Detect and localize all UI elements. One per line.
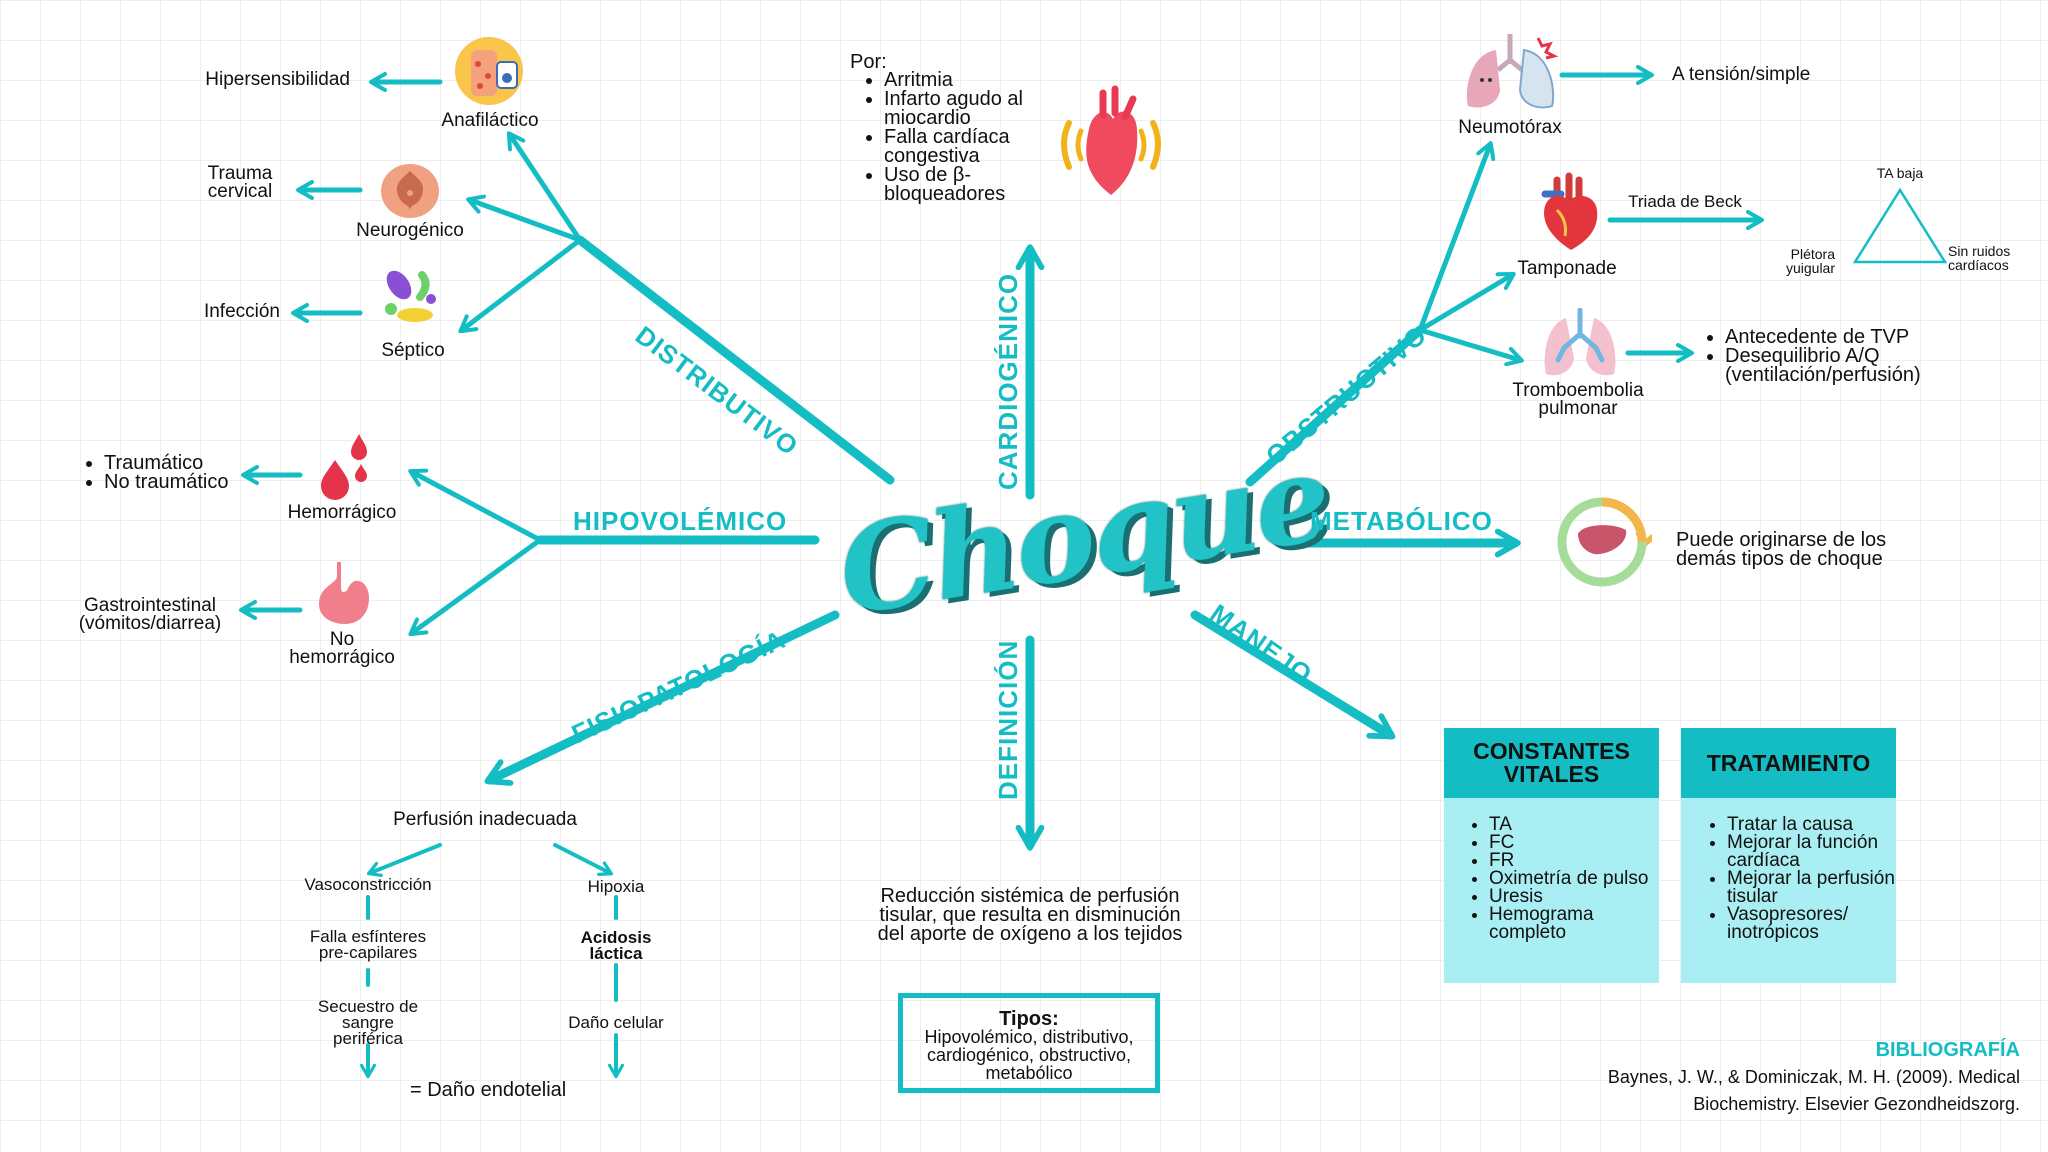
dano-celular: Daño celular <box>568 1013 664 1032</box>
bacteria-icon <box>385 270 436 322</box>
definicion-line1: Reducción sistémica de perfusión <box>880 885 1180 907</box>
constantes-title-line2: VITALES <box>1503 761 1600 787</box>
bibliografia-line1: Baynes, J. W., & Dominiczak, M. H. (2009… <box>1607 1067 2020 1087</box>
vomitos-label: (vómitos/diarrea) <box>78 613 222 634</box>
blood-drops-icon <box>321 434 367 500</box>
septico-label: Séptico <box>381 340 445 361</box>
list-item: Hemograma completo <box>1489 905 1649 942</box>
hipersensibilidad-label: Hipersensibilidad <box>205 69 350 90</box>
perfusion-inadecuada: Perfusión inadecuada <box>393 809 577 830</box>
list-item: TA <box>1489 815 1649 834</box>
definicion-line2: tisular, que resulta en disminución <box>879 904 1181 926</box>
no-label: No <box>329 629 355 650</box>
secuestro-de: Secuestro de <box>317 997 419 1016</box>
tipos-box: Tipos: Hipovolémico, distributivo, cardi… <box>898 993 1160 1093</box>
triada-beck-label: Triada de Beck <box>1628 192 1742 211</box>
constantes-title-line1: CONSTANTES <box>1473 738 1630 764</box>
list-item: Desequilibrio A/Q (ventilación/perfusión… <box>1725 346 1975 385</box>
list-item: Uso de β-bloqueadores <box>884 165 1084 204</box>
vasoconstriccion: Vasoconstricción <box>304 875 432 894</box>
list-item: Uresis <box>1489 887 1649 906</box>
bibliografia-line2: Biochemistry. Elsevier Gezondheidszorg. <box>1693 1094 2020 1114</box>
pulmonar-label: pulmonar <box>1538 398 1618 419</box>
branch-cardiogenico: CARDIOGÉNICO <box>993 272 1023 490</box>
lactica: láctica <box>589 944 643 963</box>
anafilactico-label: Anafiláctico <box>441 110 539 131</box>
definicion-line3: del aporte de oxígeno a los tejidos <box>877 923 1183 945</box>
beating-heart-icon <box>1061 85 1161 195</box>
tromboembolia-list: Antecedente de TVP Desequilibrio A/Q (ve… <box>1703 327 1975 385</box>
dano-endotelial: = Daño endotelial <box>410 1079 567 1101</box>
beck-triad-triangle <box>1852 187 1948 264</box>
branch-definicion: DEFINICIÓN <box>993 639 1023 800</box>
list-item: Tratar la causa <box>1727 815 1902 834</box>
list-item: Arritmia <box>884 70 1084 90</box>
allergy-skin-icon <box>455 37 523 105</box>
list-item: Oximetría de pulso <box>1489 869 1649 888</box>
cervical-label: cervical <box>207 181 273 202</box>
tipos-line3: metabólico <box>985 1063 1073 1083</box>
constantes-vitales-body <box>1444 798 1659 983</box>
branch-hipovolemico: HIPOVOLÉMICO <box>573 506 788 536</box>
pletora-label: Plétora <box>1790 246 1835 262</box>
tamponade-label: Tamponade <box>1517 258 1617 279</box>
por-label: Por: <box>850 51 887 73</box>
lungs-icon <box>1466 34 1559 109</box>
metabolico-note-line1: Puede originarse de los <box>1676 529 1887 551</box>
branch-metabolico: METABÓLICO <box>1310 506 1493 536</box>
cardiogenico-list: Arritmia Infarto agudo al miocardio Fall… <box>862 70 1084 204</box>
pre-capilares: pre-capilares <box>318 943 418 962</box>
bronchi-icon <box>1544 308 1616 376</box>
tratamiento-list: Tratar la causa Mejorar la función cardí… <box>1705 815 1902 942</box>
falla-esfinteres: Falla esfínteres <box>309 927 427 946</box>
neurogenico-label: Neurogénico <box>356 220 464 241</box>
tipos-label: Tipos: <box>999 1008 1059 1030</box>
tromboembolia-label: Tromboembolia <box>1512 380 1644 401</box>
tratamiento-title: TRATAMIENTO <box>1706 749 1871 776</box>
stomach-icon <box>319 562 369 624</box>
list-item: No traumático <box>104 472 229 492</box>
liver-cycle-icon <box>1557 497 1652 587</box>
tratamiento-body <box>1681 798 1896 983</box>
neumotorax-label: Neumotórax <box>1458 117 1562 138</box>
gastrointestinal-label: Gastrointestinal <box>83 595 216 616</box>
cardiacos-label: cardíacos <box>1948 257 2009 273</box>
constantes-list: TA FC FR Oximetría de pulso Uresis Hemog… <box>1467 815 1649 942</box>
sin-ruidos-label: Sin ruidos <box>1948 243 2011 259</box>
bibliografia-heading: BIBLIOGRAFÍA <box>1875 1039 2020 1061</box>
sangre: sangre <box>342 1013 394 1032</box>
ta-baja-label: TA baja <box>1876 165 1924 181</box>
tension-simple-label: A tensión/simple <box>1672 64 1811 85</box>
list-item: FC <box>1489 833 1649 852</box>
heart-icon <box>1541 172 1598 250</box>
constantes-vitales-header: CONSTANTES VITALES <box>1444 728 1659 798</box>
trauma-label: Trauma <box>207 163 273 184</box>
list-item: Mejorar la función cardíaca <box>1727 833 1902 870</box>
spinal-cord-icon <box>381 164 439 218</box>
list-item: Vasopresores/ inotrópicos <box>1727 905 1902 942</box>
yuigular-label: yuigular <box>1785 260 1835 276</box>
metabolico-note-line2: demás tipos de choque <box>1676 548 1883 570</box>
hipoxia: Hipoxia <box>587 877 645 896</box>
list-item: Traumático <box>104 453 229 473</box>
hemorragico2-label: hemorrágico <box>289 647 395 668</box>
infeccion-label: Infección <box>203 301 280 322</box>
tipos-line1: Hipovolémico, distributivo, <box>924 1027 1134 1047</box>
list-item: Falla cardíaca congestiva <box>884 127 1084 166</box>
hemorragico-list: Traumático No traumático <box>82 453 229 492</box>
tratamiento-header: TRATAMIENTO <box>1681 728 1896 798</box>
list-item: Infarto agudo al miocardio <box>884 89 1084 128</box>
acidosis: Acidosis <box>580 928 652 947</box>
list-item: FR <box>1489 851 1649 870</box>
list-item: Mejorar la perfusión tisular <box>1727 869 1902 906</box>
list-item: Antecedente de TVP <box>1725 327 1975 347</box>
tipos-line2: cardiogénico, obstructivo, <box>926 1045 1132 1065</box>
hemorragico-label: Hemorrágico <box>287 502 397 523</box>
periferica: periférica <box>333 1029 403 1048</box>
